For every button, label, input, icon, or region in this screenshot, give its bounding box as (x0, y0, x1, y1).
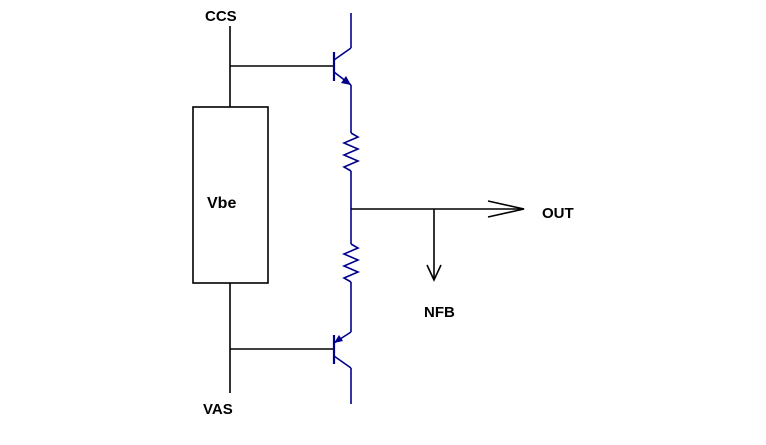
out-arrow-icon (487, 200, 525, 218)
emitter-arrow-icon (341, 76, 351, 85)
vas-wire (229, 283, 333, 393)
npn-transistor (332, 13, 352, 86)
out-wire (351, 200, 525, 218)
nfb-arrow-icon (426, 264, 442, 282)
nfb-label: NFB (424, 304, 455, 321)
lower-resistor (341, 209, 361, 332)
out-label: OUT (542, 205, 574, 222)
vbe-label: Vbe (207, 195, 236, 212)
nfb-wire (426, 209, 442, 282)
pnp-transistor (332, 331, 352, 404)
ccs-wire (229, 26, 333, 107)
ccs-label: CCS (205, 8, 237, 25)
vbe-block: Vbe (192, 106, 269, 284)
vas-label: VAS (203, 401, 233, 418)
upper-resistor (341, 85, 361, 209)
emitter-arrow-icon (334, 335, 343, 343)
